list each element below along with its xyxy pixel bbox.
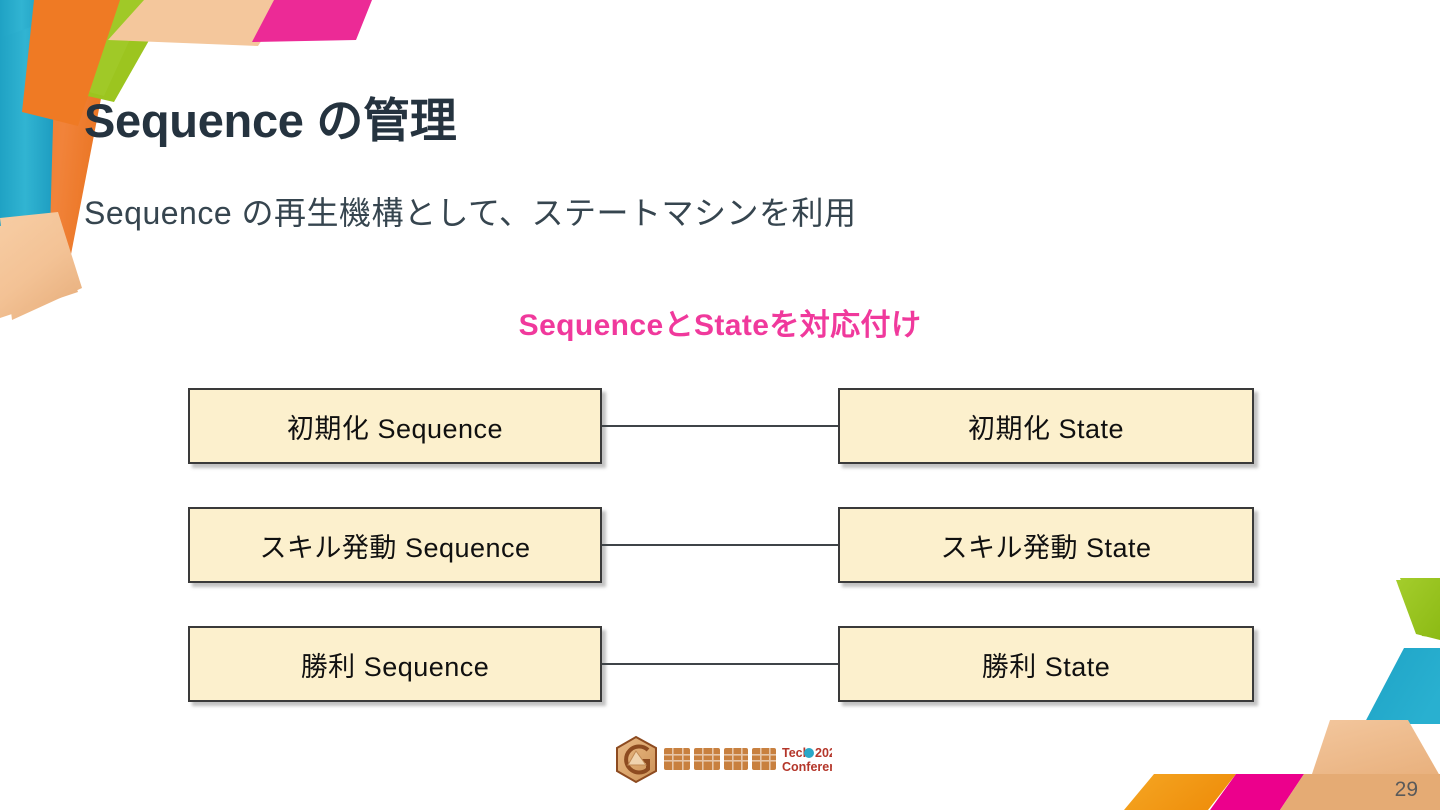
node-state-1[interactable]: 初期化 State [838, 388, 1254, 464]
node-sequence-3[interactable]: 勝利 Sequence [188, 626, 602, 702]
connector-line-1 [602, 425, 838, 427]
diagram-heading: SequenceとStateを対応付け [518, 309, 922, 342]
node-sequence-1[interactable]: 初期化 Sequence [188, 388, 602, 464]
page-title: Sequence の管理 [84, 94, 457, 147]
gree-hex-icon [616, 735, 657, 784]
node-state-2[interactable]: スキル発動 State [838, 507, 1254, 583]
gree-tech-conference-logo: GREE Tech 2025 Conference [612, 735, 851, 785]
logo-conference-label: Conference [782, 760, 832, 774]
node-state-3[interactable]: 勝利 State [838, 626, 1254, 702]
connector-line-2 [602, 544, 838, 546]
page-subtitle: Sequence の再生機構として、ステートマシンを利用 [84, 195, 857, 231]
node-sequence-2[interactable]: スキル発動 Sequence [188, 507, 602, 583]
gree-wordmark: GREE [664, 748, 776, 770]
logo-year-label: 2025 [815, 746, 832, 760]
logo-tech-label: Tech [782, 746, 810, 760]
page-number: 29 [1394, 778, 1418, 801]
connector-line-3 [602, 663, 838, 665]
